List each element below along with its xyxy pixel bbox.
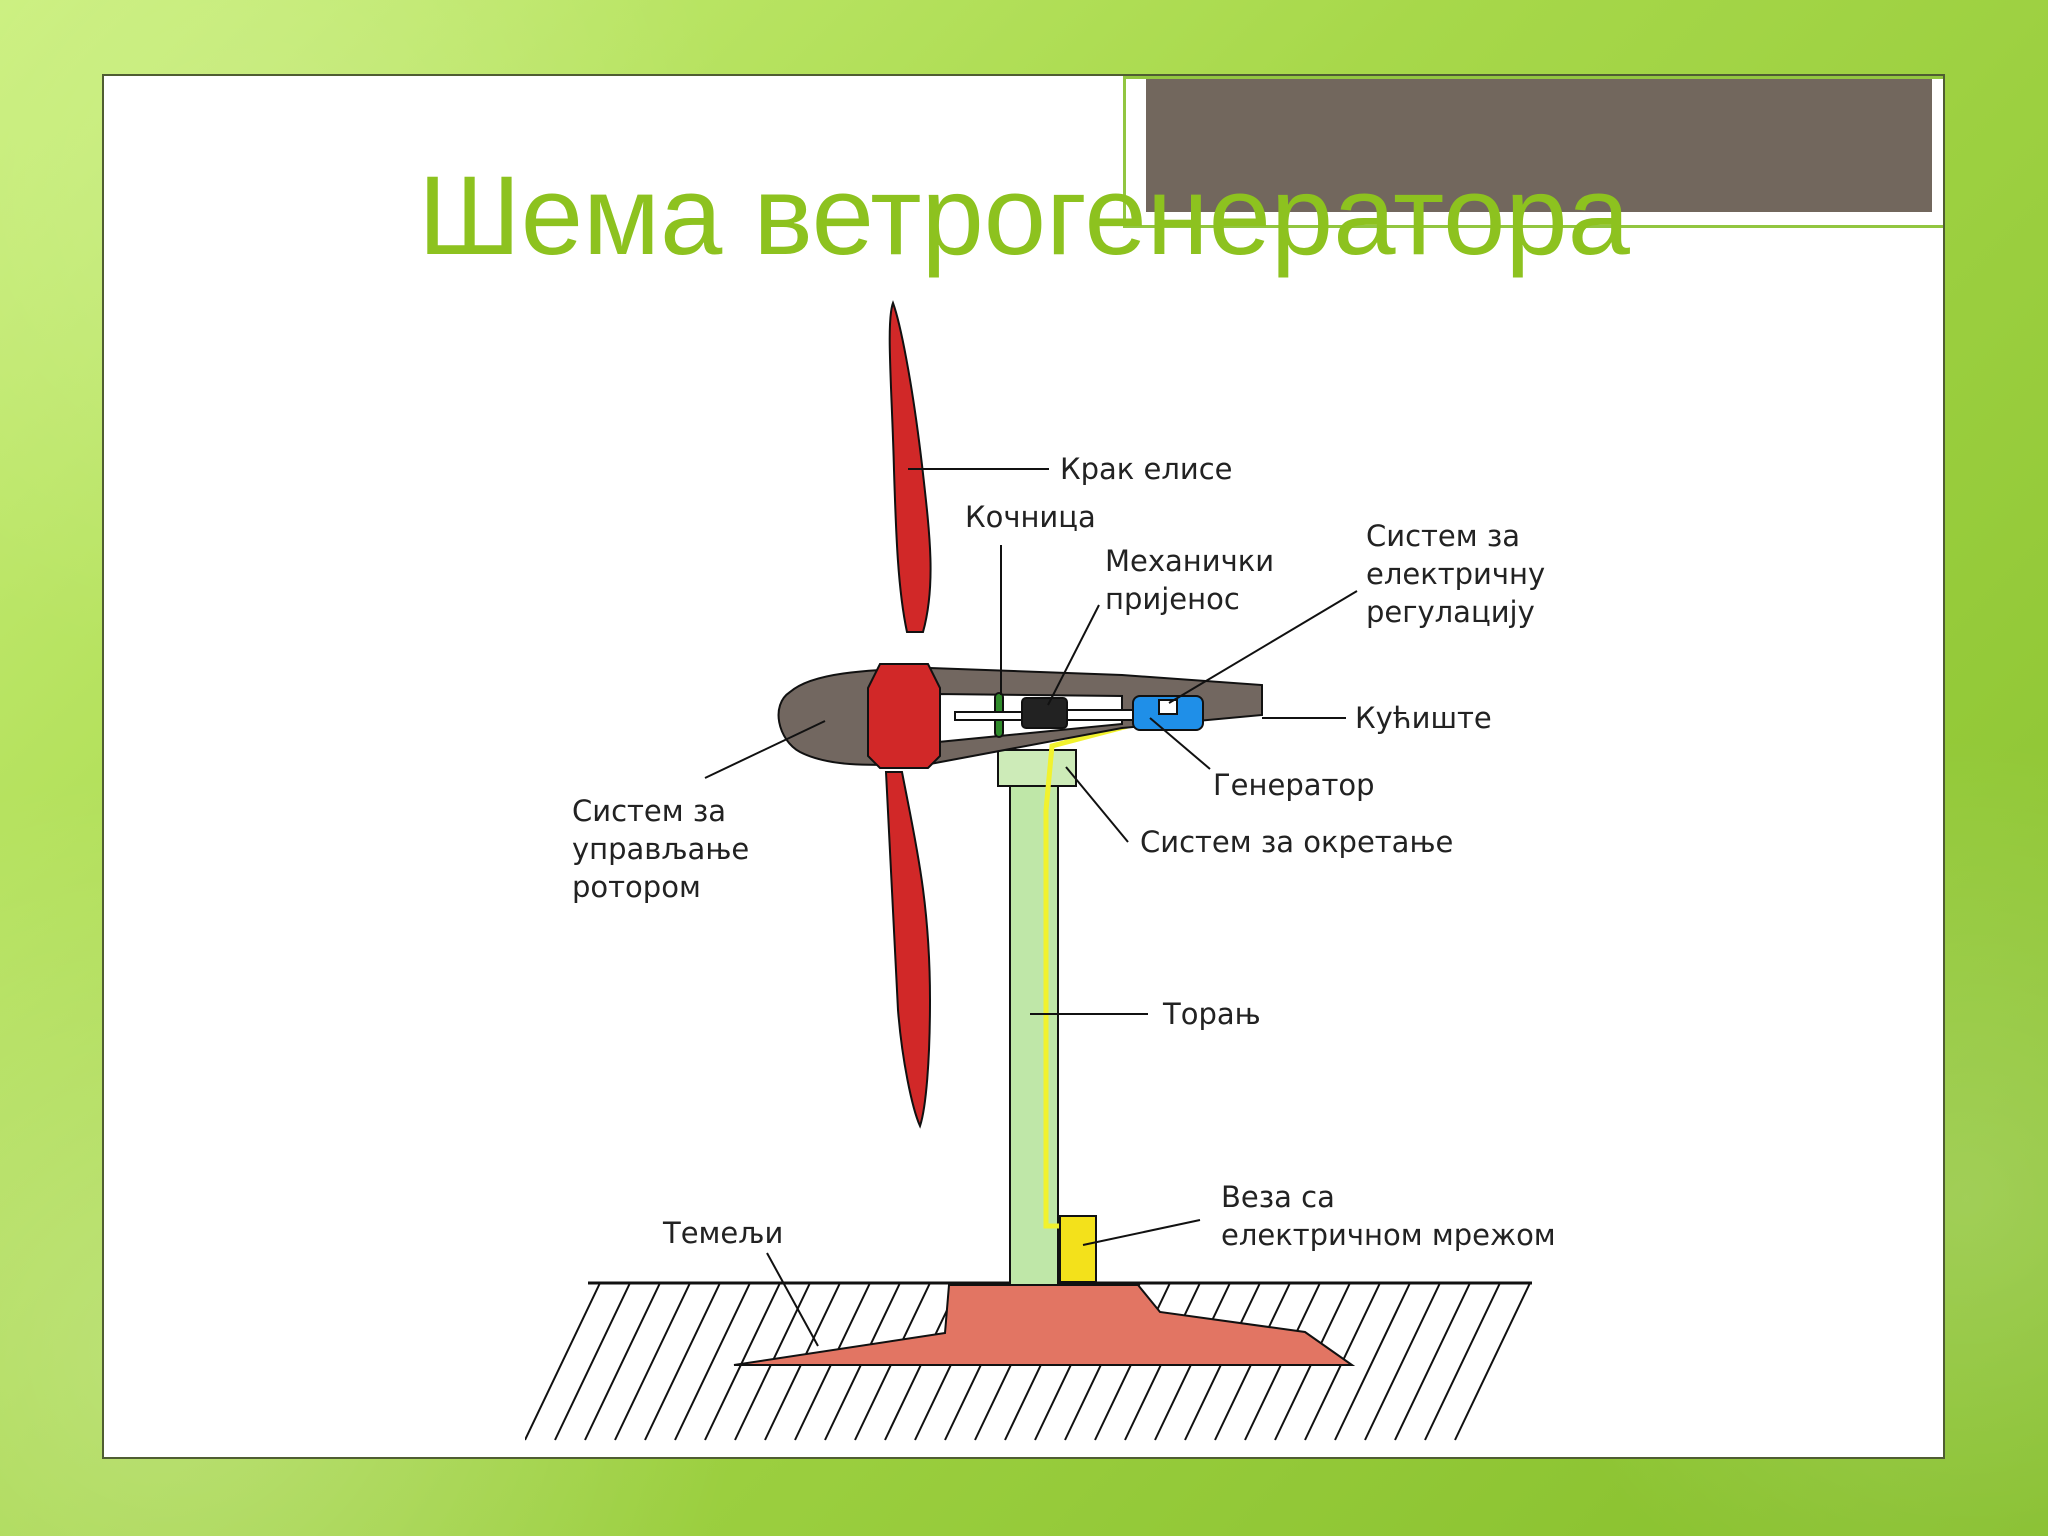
label-brake: Кочница — [965, 500, 1096, 534]
label-generator: Генератор — [1213, 768, 1375, 802]
label-grid-line1: Веза са — [1221, 1180, 1335, 1214]
label-foundation: Темељи — [662, 1216, 783, 1250]
label-mechanical-line2: пријенос — [1105, 582, 1240, 616]
rotor-hub — [867, 663, 941, 769]
label-tower: Торањ — [1162, 997, 1261, 1031]
label-housing: Кућиште — [1355, 701, 1492, 735]
tower — [1009, 784, 1059, 1286]
label-blade: Крак елисе — [1060, 452, 1233, 486]
tower-cable — [1043, 723, 1129, 1229]
label-rotor-control-line3: ротором — [572, 870, 701, 904]
callout-lines — [704, 468, 1358, 1347]
title-plaque — [1123, 76, 1943, 228]
generator-shaft — [1066, 709, 1134, 721]
label-rotor-control-line1: Систем за — [572, 794, 726, 828]
grid-connection-box — [1059, 1215, 1097, 1283]
label-electrical-line1: Систем за — [1366, 519, 1520, 553]
yaw-bearing — [997, 749, 1077, 787]
label-yaw-system: Систем за окретање — [1140, 825, 1453, 859]
title-plaque-inner — [1146, 79, 1932, 212]
label-mechanical-line1: Механички — [1105, 544, 1274, 578]
electrical-control-unit — [1158, 699, 1178, 715]
label-grid-line2: електричном мрежом — [1221, 1218, 1556, 1252]
foundation — [733, 1284, 1356, 1366]
blade-top — [888, 300, 932, 633]
label-electrical-line3: регулацију — [1366, 595, 1535, 629]
label-electrical-line2: електричну — [1366, 557, 1545, 591]
blade-bottom — [884, 771, 932, 1129]
label-rotor-control-line2: управљање — [572, 832, 749, 866]
gearbox — [1021, 697, 1068, 729]
slide-title: Шема ветрогенератора — [418, 153, 1630, 278]
